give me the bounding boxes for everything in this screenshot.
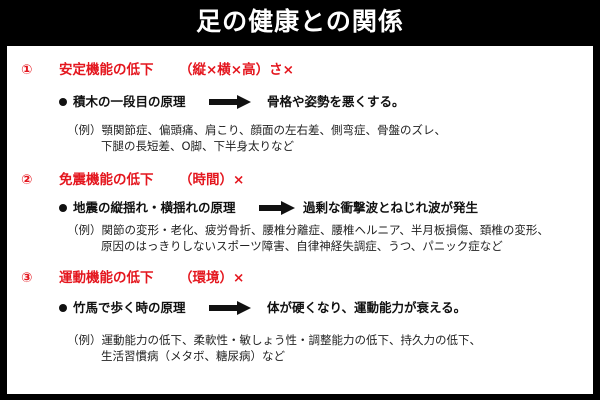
principle-row: 竹馬で歩く時の原理 体が硬くなり、運動能力が衰える。 bbox=[59, 298, 529, 318]
section-number: ① bbox=[21, 62, 33, 78]
principle-text: 竹馬で歩く時の原理 bbox=[73, 300, 186, 315]
example-line-2: 原因のはっきりしないスポーツ障害、自律神経失調症、うつ、パニック症など bbox=[101, 239, 503, 253]
example-line-1: （例）運動能力の低下、柔軟性・敏しょう性・調整能力の低下、持久力の低下、 bbox=[67, 333, 481, 347]
bullet-icon bbox=[59, 303, 67, 312]
principle-text: 地震の縦揺れ・横揺れの原理 bbox=[73, 200, 236, 215]
result-text: 体が硬くなり、運動能力が衰える。 bbox=[267, 300, 467, 315]
principle-row: 地震の縦揺れ・横揺れの原理 過剰な衝撃波とねじれ波が発生 bbox=[59, 198, 539, 218]
right-arrow-icon bbox=[209, 301, 251, 315]
result-text: 骨格や姿勢を悪くする。 bbox=[267, 94, 405, 109]
section-subtitle: （時間）× bbox=[179, 172, 245, 188]
section-label: 運動機能の低下 bbox=[59, 270, 154, 286]
section-number: ③ bbox=[21, 270, 33, 286]
section-subtitle: （環境）× bbox=[179, 270, 245, 286]
section-label: 免震機能の低下 bbox=[59, 172, 154, 188]
section-label: 安定機能の低下 bbox=[59, 62, 154, 78]
principle-row: 積木の一段目の原理 骨格や姿勢を悪くする。 bbox=[59, 92, 529, 112]
right-arrow-icon bbox=[259, 201, 295, 215]
example-text: （例）関節の変形・老化、疲労骨折、腰椎分離症、腰椎ヘルニア、半月板損傷、頚椎の変… bbox=[67, 222, 549, 254]
content-panel: ① 安定機能の低下 （縦×横×高）さ× 積木の一段目の原理 骨格や姿勢を悪くする… bbox=[7, 46, 593, 394]
example-text: （例）顎関節症、偏頭痛、肩こり、顔面の左右差、側弯症、骨盤のズレ、 下腿の長短差… bbox=[67, 122, 446, 154]
example-line-1: （例）関節の変形・老化、疲労骨折、腰椎分離症、腰椎ヘルニア、半月板損傷、頚椎の変… bbox=[67, 223, 549, 237]
bullet-icon bbox=[59, 97, 67, 106]
example-line-1: （例）顎関節症、偏頭痛、肩こり、顔面の左右差、側弯症、骨盤のズレ、 bbox=[67, 123, 447, 137]
page-title: 足の健康との関係 bbox=[196, 7, 404, 36]
right-arrow-icon bbox=[209, 95, 251, 109]
result-text: 過剰な衝撃波とねじれ波が発生 bbox=[303, 200, 479, 215]
bullet-icon bbox=[59, 203, 67, 212]
section-number: ② bbox=[21, 172, 33, 188]
section-subtitle: （縦×横×高）さ× bbox=[179, 62, 294, 78]
example-line-2: 下腿の長短差、O脚、下半身太りなど bbox=[101, 139, 295, 153]
example-text: （例）運動能力の低下、柔軟性・敏しょう性・調整能力の低下、持久力の低下、 生活習… bbox=[67, 332, 481, 364]
example-line-2: 生活習慣病（メタボ、糖尿病）など bbox=[101, 349, 285, 363]
principle-text: 積木の一段目の原理 bbox=[73, 94, 186, 109]
